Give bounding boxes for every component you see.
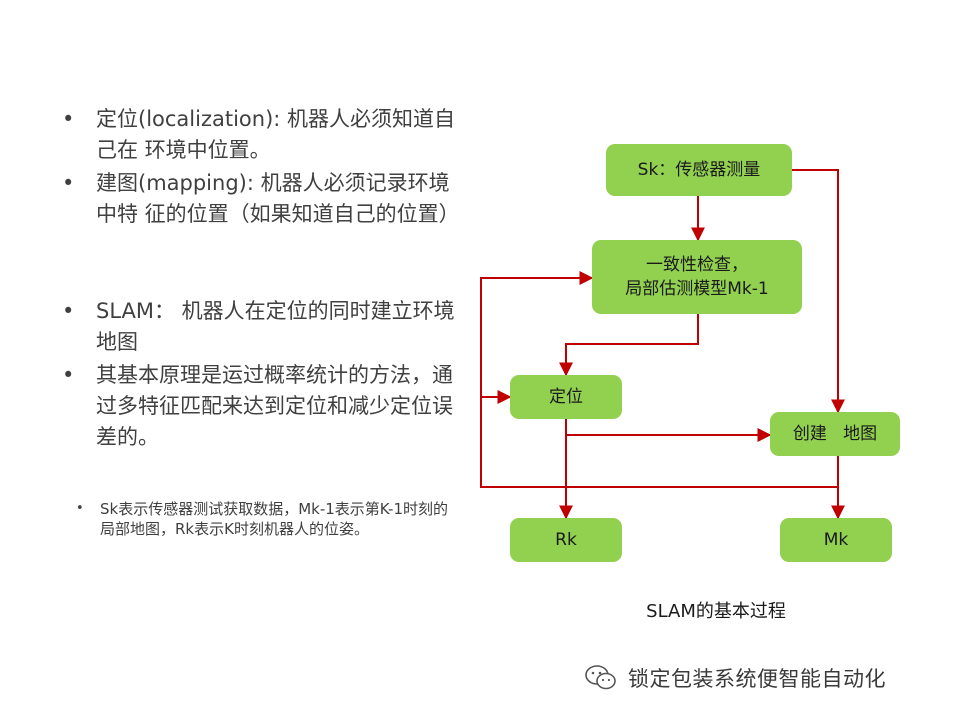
node-label: 创建 地图 [792, 424, 878, 444]
watermark: 锁定包装系统便智能自动化 [584, 664, 886, 692]
wechat-icon [585, 665, 616, 690]
node-rk: Rk [510, 518, 622, 562]
diagram-caption: SLAM的基本过程 [646, 601, 786, 622]
node-localization: 定位 [510, 375, 622, 419]
arrow-consistency-to-localize [559, 314, 699, 377]
arrow-feedback-loop [480, 271, 839, 488]
arrow-sensor-to-mapping [792, 169, 845, 414]
node-label: 定位 [549, 387, 583, 407]
bullet-marker: • [62, 107, 75, 131]
bullet-marker: • [62, 363, 75, 387]
bullet-text: 建图(mapping): 机器人必须记录环境中特 征的位置（如果知道自己的位置） [96, 171, 460, 226]
node-create-map: 创建 地图 [770, 412, 900, 456]
watermark-text: 锁定包装系统便智能自动化 [628, 667, 886, 691]
node-label-line2: 局部估测模型Mk-1 [625, 279, 769, 299]
node-label-line1: 一致性检查， [646, 255, 748, 275]
note-text: Sk表示传感器测试获取数据，Mk-1表示第K-1时刻的局部地图，Rk表示K时刻机… [100, 500, 449, 538]
node-sensor-measurement: Sk：传感器测量 [606, 144, 792, 196]
note-marker: • [76, 501, 84, 516]
node-label: Mk [823, 530, 849, 550]
bullet-text: 其基本原理是运过概率统计的方法，通过多特征匹配来达到定位和减少定位误差的。 [96, 363, 453, 449]
bullet-marker: • [62, 171, 75, 195]
bullet-text: SLAM： 机器人在定位的同时建立环境地图 [96, 299, 455, 354]
bullet-marker: • [62, 299, 75, 323]
node-label: Rk [555, 530, 577, 550]
node-mk: Mk [780, 518, 892, 562]
node-label: Sk：传感器测量 [637, 160, 761, 180]
node-consistency-check: 一致性检查， 局部估测模型Mk-1 [592, 240, 802, 314]
bullet-text: 定位(localization): 机器人必须知道自己在 环境中位置。 [96, 107, 456, 162]
